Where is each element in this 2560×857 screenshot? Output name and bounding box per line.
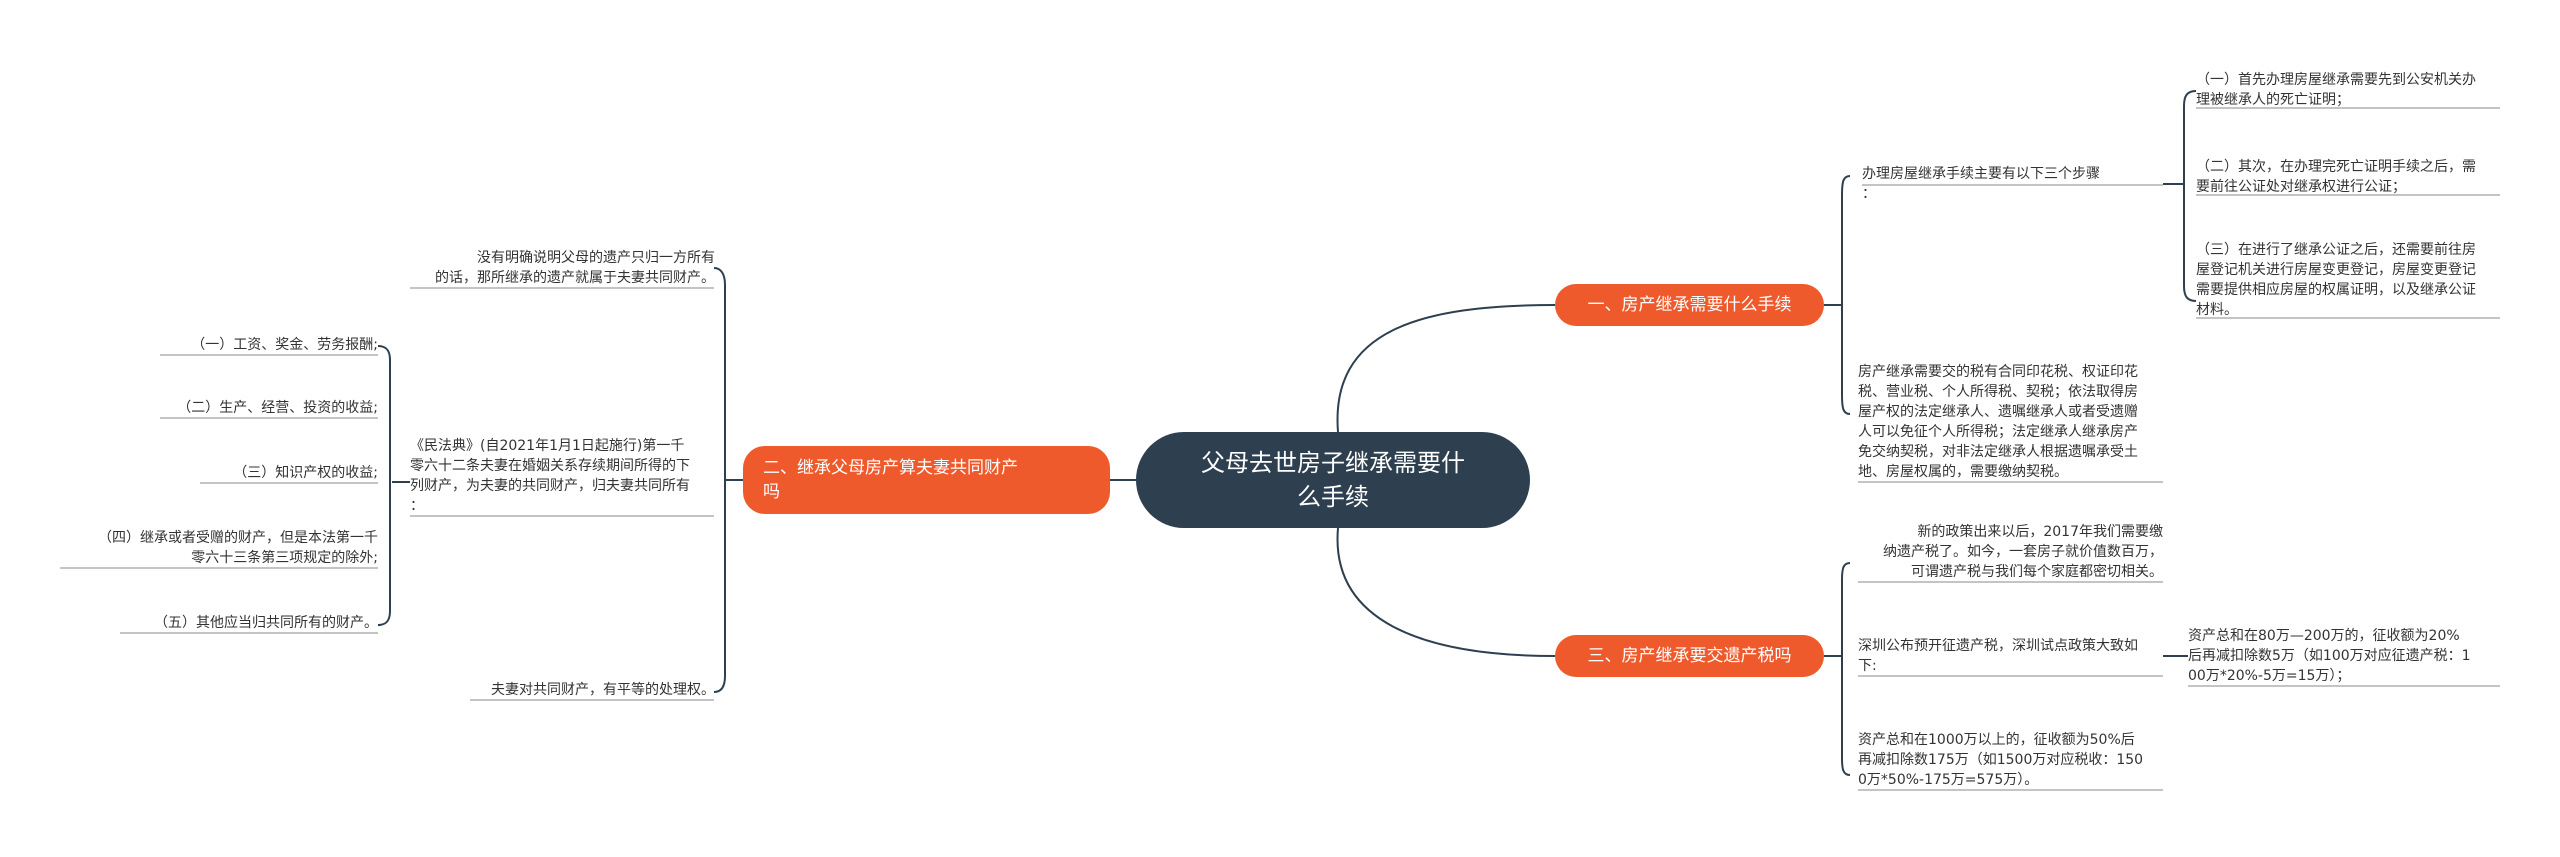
connector-branch2-children — [713, 267, 743, 693]
node-shenzhen-policy[interactable]: 深圳公布预开征遗产税，深圳试点政策大致如 下: — [1858, 638, 2138, 674]
node-item-other[interactable]: （五）其他应当归共同所有的财产。 — [154, 615, 378, 631]
branch-inheritance-procedure[interactable]: 一、房产继承需要什么手续 — [1555, 284, 1824, 326]
branch-joint-property[interactable]: 二、继承父母房产算夫妻共同财产 吗 — [743, 446, 1110, 514]
node-three-steps[interactable]: 办理房屋继承手续主要有以下三个步骤 ： — [1862, 166, 2100, 202]
connector-steps — [2163, 90, 2197, 302]
node-item-ip[interactable]: （三）知识产权的收益; — [233, 465, 378, 481]
connector-root-branch1 — [1336, 304, 1556, 433]
node-step-3[interactable]: （三）在进行了继承公证之后，还需要前往房 屋登记机关进行房屋变更登记，房屋变更登… — [2196, 242, 2476, 318]
connector-civil-items — [377, 345, 410, 626]
node-step-2[interactable]: （二）其次，在办理完死亡证明手续之后，需 要前往公证处对继承权进行公证； — [2196, 159, 2476, 195]
node-civil-code[interactable]: 《民法典》(自2021年1月1日起施行)第一千 零六十二条夫妻在婚姻关系存续期间… — [410, 438, 690, 514]
connector-branch3-children — [1824, 562, 1851, 776]
node-large-estate[interactable]: 资产总和在1000万以上的，征收额为50%后 再减扣除数175万（如1500万对… — [1858, 732, 2144, 788]
node-item-inherited[interactable]: （四）继承或者受赠的财产，但是本法第一千 零六十三条第三项规定的除外; — [98, 530, 378, 566]
branch-inheritance-tax[interactable]: 三、房产继承要交遗产税吗 — [1555, 635, 1824, 677]
node-item-business[interactable]: （二）生产、经营、投资的收益; — [177, 400, 378, 416]
node-new-policy[interactable]: 新的政策出来以后，2017年我们需要缴 纳遗产税了。如今，一套房子就价值数百万，… — [1883, 524, 2163, 580]
node-unspecified-inheritance[interactable]: 没有明确说明父母的遗产只归一方所有 的话，那所继承的遗产就属于夫妻共同财产。 — [435, 250, 715, 286]
root-topic[interactable]: 父母去世房子继承需要什 么手续 — [1136, 432, 1530, 528]
node-item-wages[interactable]: （一）工资、奖金、劳务报酬; — [191, 337, 378, 353]
connector-branch1-children — [1824, 175, 1851, 415]
connector-root-branch3 — [1336, 527, 1556, 657]
node-equal-rights[interactable]: 夫妻对共同财产，有平等的处理权。 — [491, 682, 715, 698]
node-taxes[interactable]: 房产继承需要交的税有合同印花税、权证印花 税、营业税、个人所得税、契税；依法取得… — [1858, 364, 2138, 480]
node-step-1[interactable]: （一）首先办理房屋继承需要先到公安机关办 理被继承人的死亡证明； — [2196, 72, 2476, 108]
node-shenzhen-detail[interactable]: 资产总和在80万—200万的，征收额为20% 后再减扣除数5万（如100万对应征… — [2188, 628, 2471, 684]
